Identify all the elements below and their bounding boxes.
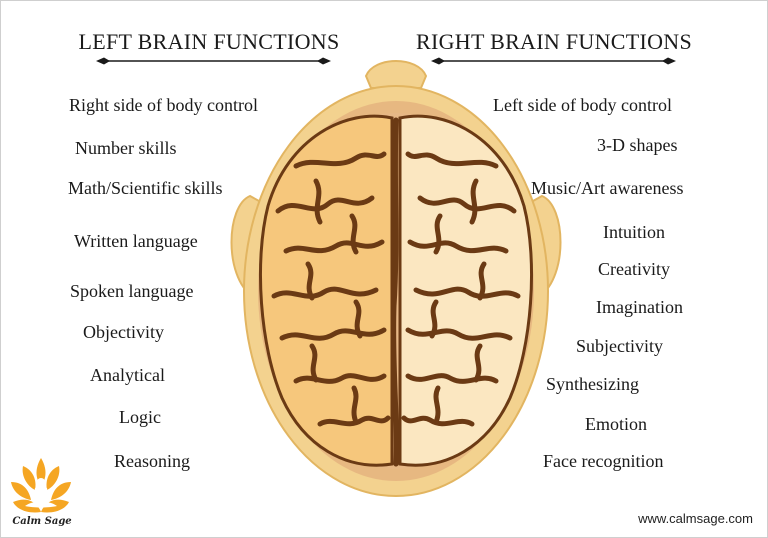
right-brain-heading: RIGHT BRAIN FUNCTIONS	[415, 29, 693, 54]
right-function-item: Music/Art awareness	[531, 178, 684, 198]
lotus-meditation-logo-icon	[11, 458, 71, 513]
right-function-item: Subjectivity	[576, 336, 663, 356]
left-function-item: Reasoning	[114, 451, 190, 471]
brain-top-view-illustration	[230, 60, 562, 497]
brain-icon	[259, 114, 533, 467]
right-function-item: Creativity	[598, 259, 670, 279]
left-brain-heading: LEFT BRAIN FUNCTIONS	[78, 29, 340, 54]
right-function-item: Left side of body control	[493, 95, 672, 115]
right-function-item: Face recognition	[543, 451, 664, 471]
right-function-item: Imagination	[596, 297, 683, 317]
left-function-item: Number skills	[75, 138, 177, 158]
right-ornamental-divider-icon	[431, 57, 676, 65]
left-function-item: Right side of body control	[69, 95, 258, 115]
left-function-item: Spoken language	[70, 281, 194, 301]
left-function-item: Analytical	[90, 365, 165, 385]
left-function-item: Written language	[74, 231, 198, 251]
right-function-item: Intuition	[603, 222, 665, 242]
left-ornamental-divider-icon	[96, 57, 331, 65]
website-url: www.calmsage.com	[638, 511, 753, 526]
left-function-item: Logic	[119, 407, 161, 427]
calm-sage-logo-text: Calm Sage	[12, 516, 72, 527]
right-function-item: Synthesizing	[546, 374, 639, 394]
left-function-item: Objectivity	[83, 322, 164, 342]
right-function-item: 3-D shapes	[597, 135, 678, 155]
left-function-item: Math/Scientific skills	[68, 178, 223, 198]
right-function-item: Emotion	[585, 414, 647, 434]
